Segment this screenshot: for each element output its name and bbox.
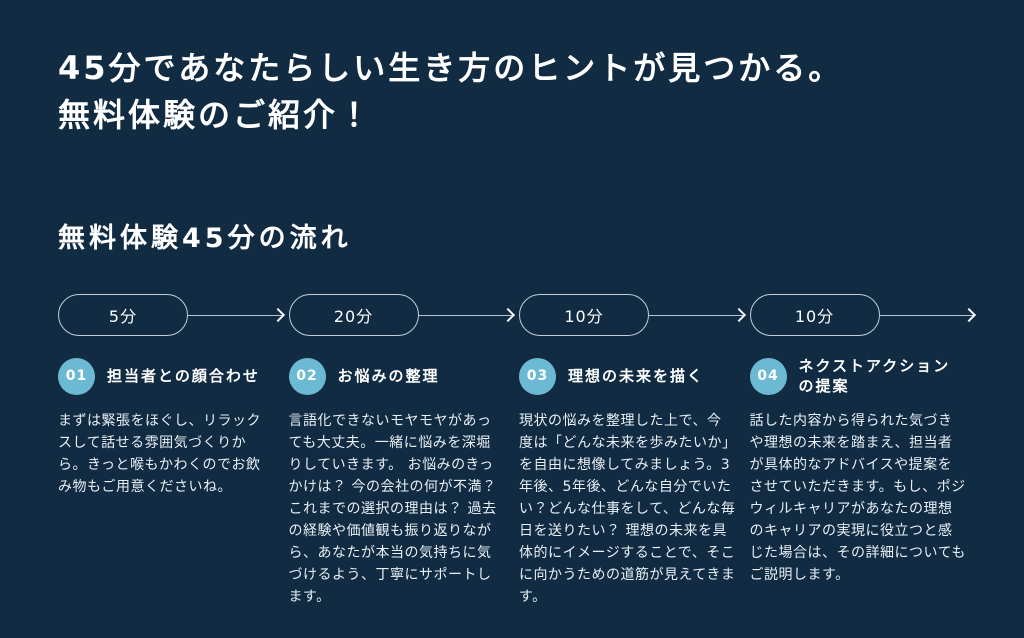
step-title: 担当者との顔合わせ bbox=[107, 367, 260, 385]
duration-label: 10分 bbox=[794, 307, 835, 326]
duration-pill: 10分 bbox=[519, 294, 649, 336]
page-title-line2: 無料体験のご紹介！ bbox=[58, 96, 374, 134]
arrow-head bbox=[270, 307, 285, 323]
page-title: 45分であなたらしい生き方のヒントが見つかる。無料体験のご紹介！ bbox=[58, 45, 966, 139]
arrow-head bbox=[731, 307, 746, 323]
step-number-badge: 01 bbox=[58, 357, 95, 395]
flow-step-3: 10分 03 理想の未来を描く 現状の悩みを整理した上で、今度は「どんな未来を歩… bbox=[519, 294, 746, 608]
step-1-header: 01 担当者との顔合わせ bbox=[58, 356, 275, 396]
arrow-line bbox=[188, 314, 283, 316]
duration-pill: 20分 bbox=[288, 294, 419, 336]
flow-heading: 無料体験45分の流れ bbox=[58, 223, 352, 254]
step-title: 理想の未来を描く bbox=[568, 367, 705, 385]
duration-label: 20分 bbox=[333, 307, 374, 326]
flow-step-4: 10分 04 ネクストアクションの提案 話した内容から得られた気づきや理想の未来… bbox=[749, 294, 977, 608]
step-number-badge: 04 bbox=[749, 357, 787, 395]
step-3-header: 03 理想の未来を描く bbox=[519, 356, 736, 396]
arrow-right-icon bbox=[879, 307, 977, 323]
step-2-duration-row: 20分 bbox=[288, 294, 516, 336]
arrow-right-icon bbox=[649, 307, 746, 323]
flow-step-2: 20分 02 お悩みの整理 言語化できないモヤモヤがあっても大丈夫。一緒に悩みを… bbox=[288, 294, 516, 608]
arrow-line bbox=[879, 314, 974, 316]
step-title: ネクストアクションの提案 bbox=[798, 357, 951, 395]
duration-pill: 5分 bbox=[58, 294, 188, 336]
step-title: お悩みの整理 bbox=[337, 367, 440, 385]
page-title-line1: 45分であなたらしい生き方のヒントが見つかる。 bbox=[58, 49, 844, 87]
arrow-line bbox=[418, 314, 513, 316]
arrow-head bbox=[500, 307, 516, 323]
step-4-duration-row: 10分 bbox=[749, 294, 977, 336]
step-description: 言語化できないモヤモヤがあっても大丈夫。一緒に悩みを深堀りしていきます。 お悩み… bbox=[288, 413, 497, 605]
arrow-line bbox=[649, 314, 744, 316]
arrow-right-icon bbox=[418, 307, 516, 323]
step-description: 話した内容から得られた気づきや理想の未来を踏まえ、担当者が具体的なアドバイスや提… bbox=[749, 413, 966, 583]
trial-intro-section: 45分であなたらしい生き方のヒントが見つかる。無料体験のご紹介！ 無料体験45分… bbox=[58, 45, 977, 608]
flow-steps: 5分 01 担当者との顔合わせ まずは緊張をほぐし、リラックスして話せる雰囲気づ… bbox=[58, 294, 977, 608]
arrow-right-icon bbox=[188, 307, 285, 323]
duration-pill: 10分 bbox=[749, 294, 880, 336]
step-number-badge: 03 bbox=[519, 357, 556, 395]
step-4-header: 04 ネクストアクションの提案 bbox=[749, 356, 967, 396]
step-number-badge: 02 bbox=[288, 357, 326, 395]
flow-step-1: 5分 01 担当者との顔合わせ まずは緊張をほぐし、リラックスして話せる雰囲気づ… bbox=[58, 294, 285, 608]
step-1-duration-row: 5分 bbox=[58, 294, 285, 336]
step-3-duration-row: 10分 bbox=[519, 294, 746, 336]
duration-label: 5分 bbox=[108, 307, 138, 326]
step-description: 現状の悩みを整理した上で、今度は「どんな未来を歩みたいか」を自由に想像してみまし… bbox=[519, 413, 736, 605]
step-2-header: 02 お悩みの整理 bbox=[288, 356, 506, 396]
step-description: まずは緊張をほぐし、リラックスして話せる雰囲気づくりから。きっと喉もかわくのでお… bbox=[58, 413, 261, 495]
arrow-head bbox=[961, 307, 977, 323]
duration-label: 10分 bbox=[564, 307, 604, 326]
